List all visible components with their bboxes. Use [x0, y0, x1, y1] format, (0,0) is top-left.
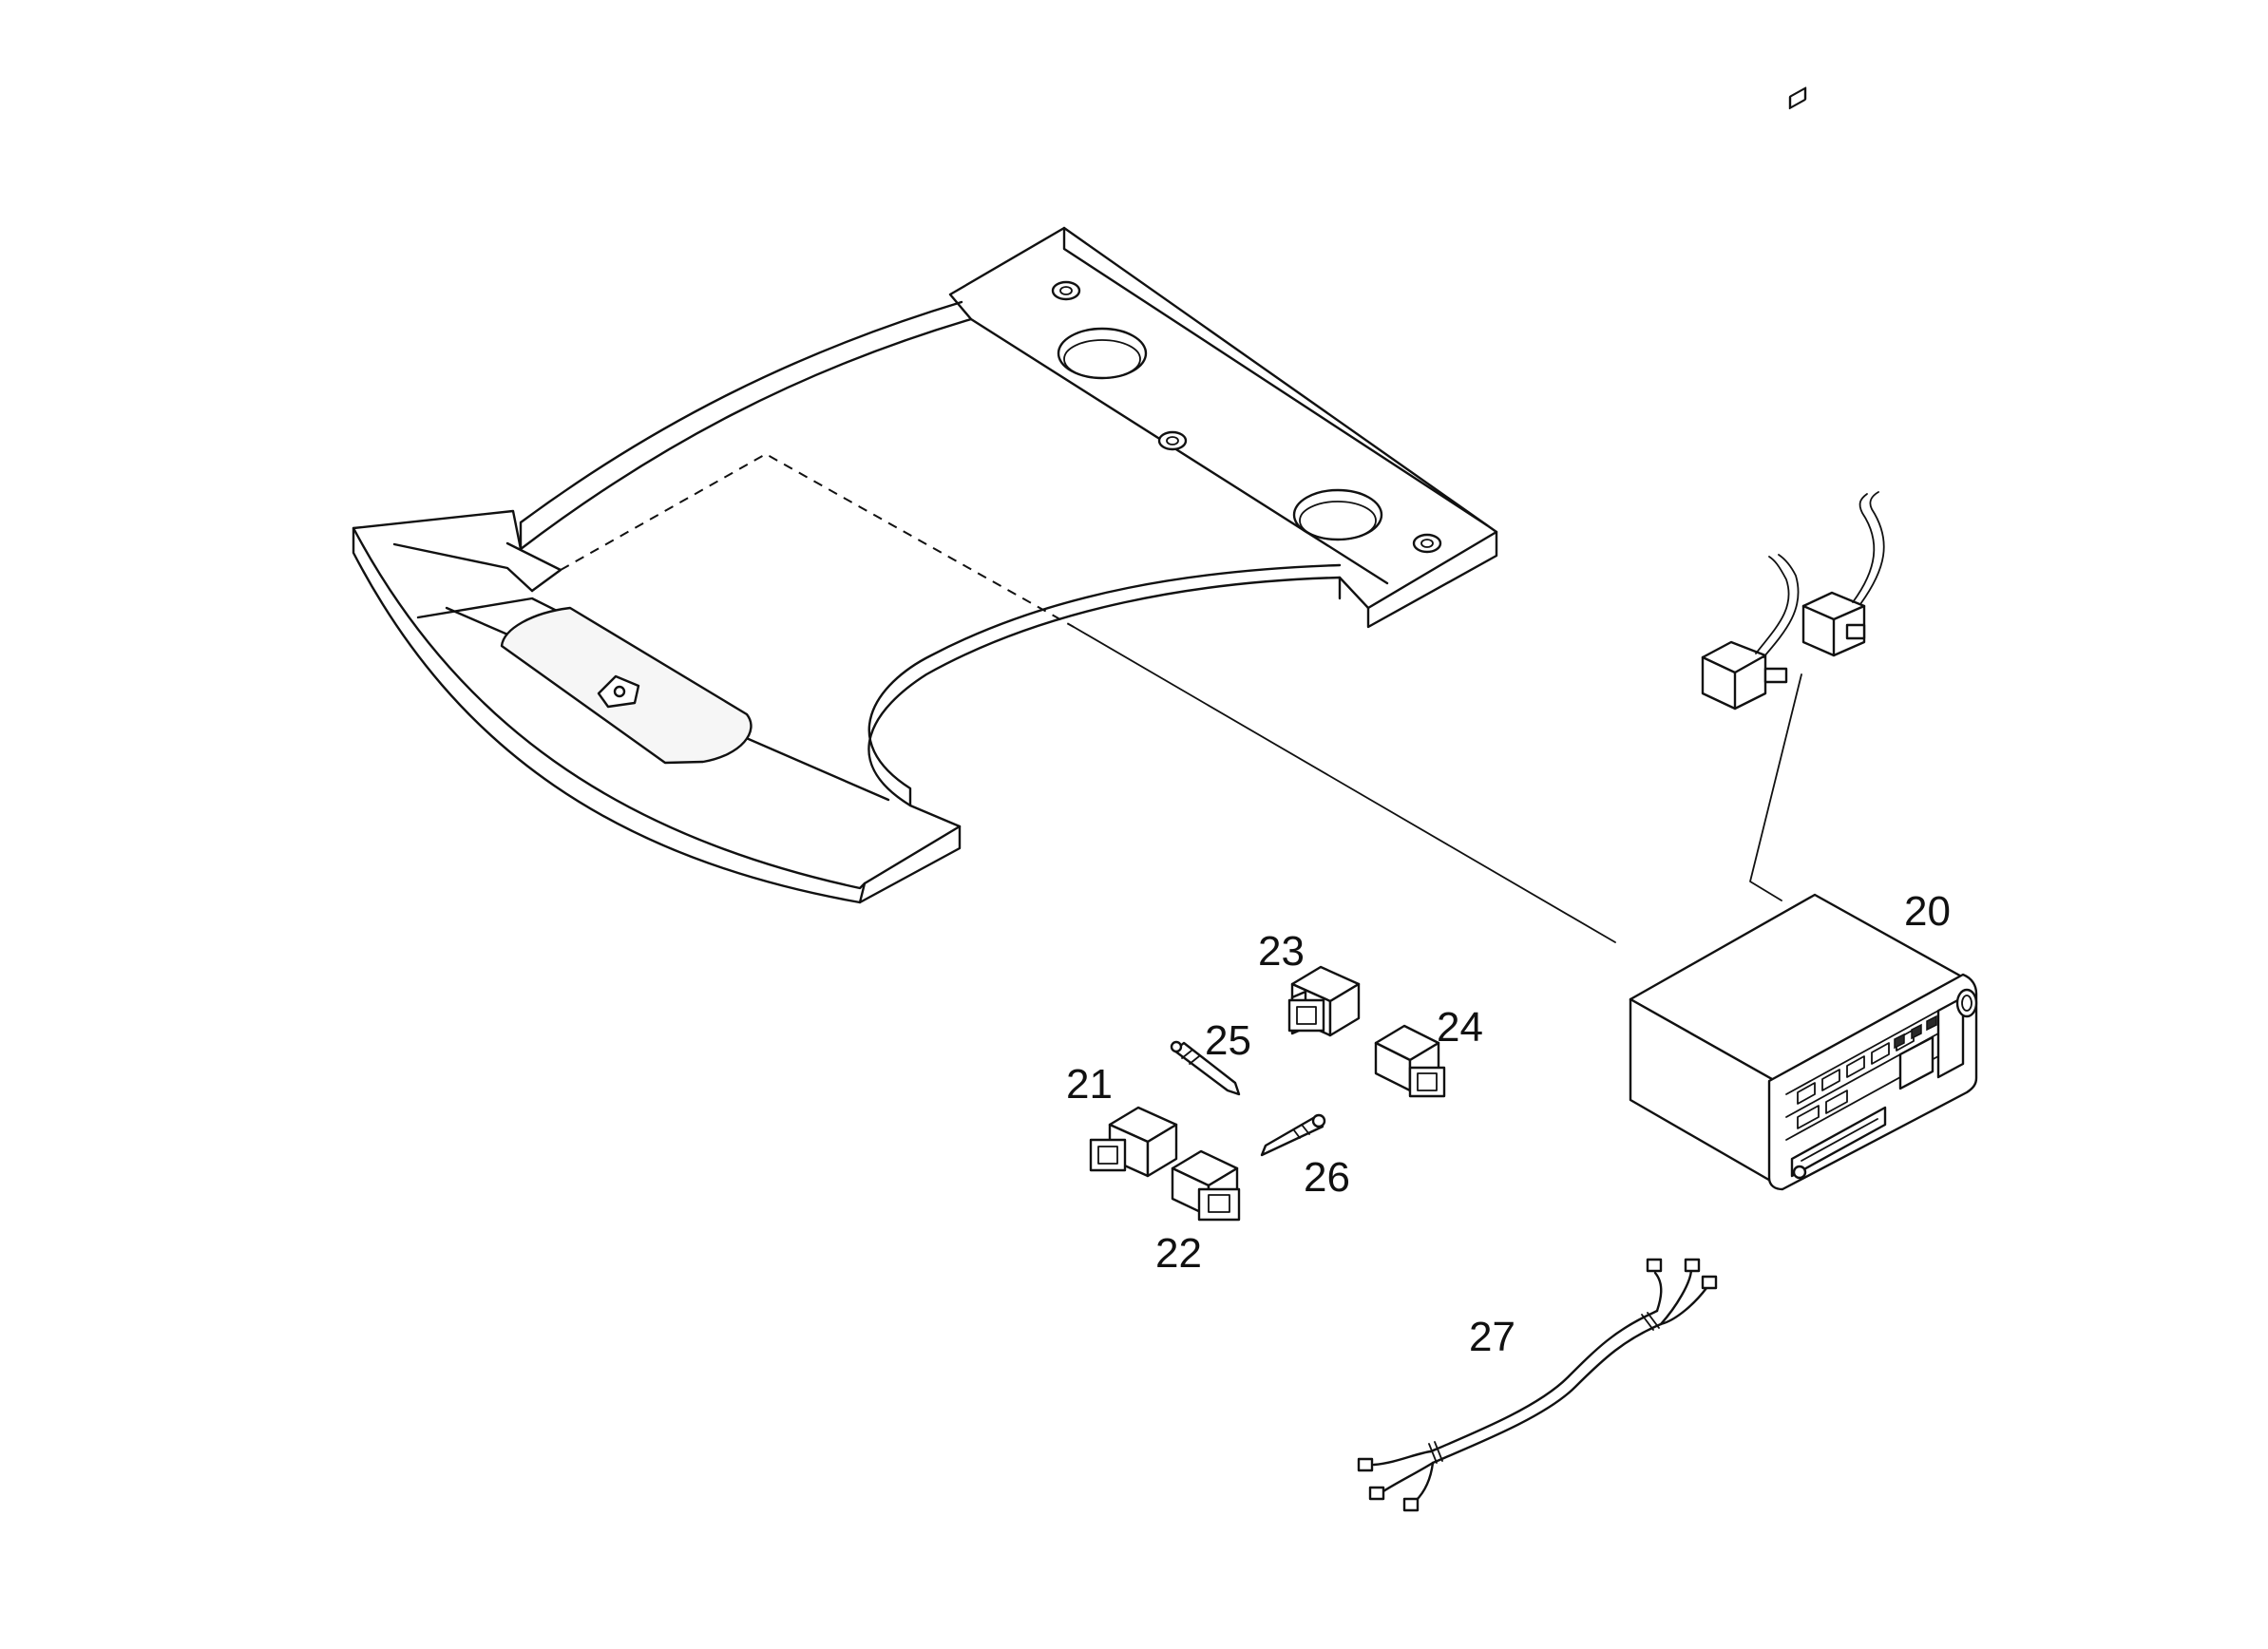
callout-27: 27 [1469, 1314, 1515, 1360]
radio-head-unit [1629, 86, 1978, 1191]
wiring-harness [1357, 1258, 1718, 1512]
callout-22: 22 [1155, 1230, 1202, 1277]
parcel-shelf-panel [352, 226, 1498, 904]
callout-20: 20 [1904, 888, 1951, 935]
leader-line-radio [1073, 626, 1616, 943]
callout-24: 24 [1437, 1004, 1483, 1051]
connector-block [1287, 965, 1361, 1037]
connector-block [1089, 1106, 1178, 1178]
callout-26: 26 [1304, 1154, 1350, 1201]
dashed-leader [560, 452, 1075, 628]
callout-21: 21 [1066, 1061, 1113, 1108]
speaker-connector [1701, 491, 1885, 901]
terminal-pin [1260, 1113, 1326, 1157]
connector-block [1171, 1149, 1241, 1222]
callout-25: 25 [1205, 1017, 1251, 1064]
connector-block [1374, 1024, 1446, 1098]
callout-23: 23 [1258, 928, 1305, 975]
terminal-pin [1170, 1040, 1241, 1096]
